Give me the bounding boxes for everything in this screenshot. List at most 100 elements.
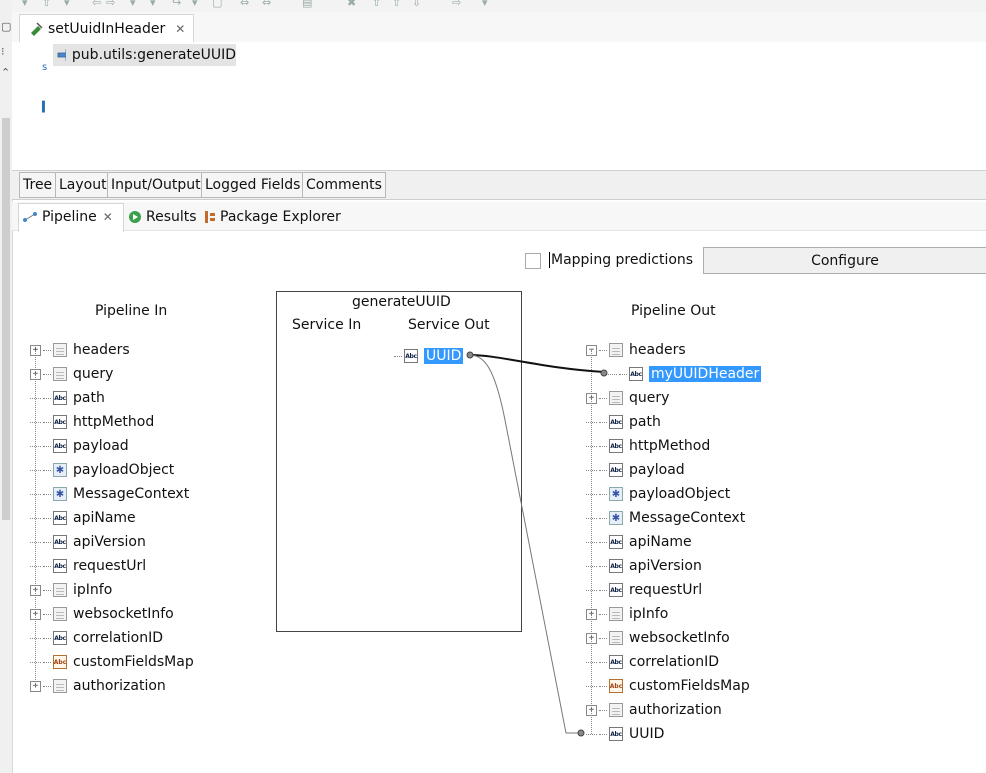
document-icon (53, 367, 67, 381)
pipeline-in-item-label: websocketInfo (73, 606, 174, 622)
pipeline-in-item-label: authorization (73, 678, 166, 694)
pipeline-out-item[interactable]: ✱MessageContext (586, 508, 745, 528)
mapping-predictions-label: Mapping predictions (549, 252, 694, 268)
pipeline-out-item-label: apiVersion (629, 558, 702, 574)
tab-tree[interactable]: Tree (19, 172, 57, 198)
tab-layout[interactable]: Layout (55, 172, 111, 198)
editor-tab-title: setUuidInHeader (48, 21, 166, 37)
pipeline-in-item[interactable]: ✱MessageContext (30, 484, 189, 504)
service-in-label: Service In (292, 317, 362, 333)
pipeline-out-item[interactable]: +websocketInfo (586, 628, 730, 648)
arrow-down-icon[interactable]: ▾ (130, 0, 136, 9)
pipeline-out-item-label: payloadObject (629, 486, 731, 502)
gutter-mark-icon: ⁝ (1, 45, 5, 58)
pipeline-in-item[interactable]: ✱payloadObject (30, 460, 174, 480)
arrow-down-icon[interactable]: ▾ (64, 0, 70, 9)
flow-step-invoke[interactable]: pub.utils:generateUUID (53, 44, 236, 66)
scrollbar-thumb[interactable] (2, 118, 10, 520)
new-icon[interactable]: ▢ (212, 0, 223, 9)
pipeline-in-item-label: payloadObject (73, 462, 175, 478)
gutter-mark-icon: ▢ (1, 20, 12, 33)
tree-connector (43, 445, 51, 447)
configure-button[interactable]: Configure (703, 247, 986, 274)
pipeline-out-item[interactable]: +ipInfo (586, 604, 668, 624)
down-icon[interactable]: ⇩ (412, 0, 422, 9)
link-icon[interactable]: ⇔ (240, 0, 250, 9)
document-icon (53, 343, 67, 357)
pipeline-in-item-label: correlationID (73, 630, 164, 646)
pipeline-out-item-label: websocketInfo (629, 630, 730, 646)
pipeline-in-item[interactable]: +authorization (30, 676, 166, 696)
tree-connector (599, 493, 607, 495)
tab-results[interactable]: Results (128, 206, 197, 228)
back-icon[interactable]: ⇦ (92, 0, 102, 9)
string-abc-icon: Abc (404, 349, 418, 363)
pipeline-out-item[interactable]: +authorization (586, 700, 722, 720)
forward-icon[interactable]: ⇨ (106, 0, 116, 9)
delete-icon[interactable]: ✖ (347, 0, 357, 9)
tree-connector (599, 589, 607, 591)
string-abc-icon: Abc (53, 439, 67, 453)
tree-connector (599, 733, 607, 735)
marker-icon: ▍ (42, 102, 50, 113)
pipeline-in-item[interactable]: +websocketInfo (30, 604, 174, 624)
step-icon[interactable]: ⇧ (42, 0, 52, 9)
arrow-down-icon[interactable]: ▾ (22, 0, 28, 9)
tab-pipeline[interactable]: Pipeline ✕ (22, 206, 113, 228)
tab-package-explorer[interactable]: Package Explorer (204, 206, 341, 228)
pipeline-out-item[interactable]: +query (586, 388, 669, 408)
service-out-item[interactable]: Abc UUID (394, 346, 464, 366)
tab-input-output[interactable]: Input/Output (107, 172, 205, 198)
editor-tab[interactable]: setUuidInHeader ✕ (19, 14, 195, 43)
arrow-down-icon[interactable]: ▾ (192, 0, 198, 9)
close-icon[interactable]: ✕ (175, 22, 186, 36)
arrow-down-icon[interactable]: ▾ (482, 0, 488, 9)
tree-connector (43, 397, 51, 399)
link-icon[interactable]: ⇔ (262, 0, 272, 9)
string-abc-icon: Abc (53, 415, 67, 429)
document-icon (53, 607, 67, 621)
pipeline-in-item[interactable]: +headers (30, 340, 130, 360)
pipeline-in-item[interactable]: +ipInfo (30, 580, 112, 600)
mapping-predictions-checkbox[interactable] (525, 253, 541, 269)
up-icon[interactable]: ⇧ (372, 0, 382, 9)
package-explorer-icon (205, 211, 215, 223)
pipeline-out-item[interactable]: −headers (586, 340, 686, 360)
redo-icon[interactable]: ↪ (172, 0, 182, 9)
close-icon[interactable]: ✕ (102, 210, 113, 224)
tree-connector (599, 469, 607, 471)
object-icon: ✱ (53, 487, 67, 501)
string-abc-icon: Abc (609, 655, 623, 669)
pipeline-in-item-label: headers (73, 342, 130, 358)
pipeline-in-item-label: customFieldsMap (73, 654, 194, 670)
arrow-down-icon[interactable]: ▾ (150, 0, 156, 9)
pipeline-out-item[interactable]: ✱payloadObject (586, 484, 730, 504)
indent-icon[interactable]: ⇨ (452, 0, 462, 9)
up-icon[interactable]: ⇧ (392, 0, 402, 9)
string-abc-icon: Abc (609, 727, 623, 741)
collapse-icon[interactable]: ⌃ (1, 66, 11, 79)
pipeline-in-item[interactable]: +query (30, 364, 113, 384)
tab-comments[interactable]: Comments (302, 172, 386, 198)
tab-logged-fields[interactable]: Logged Fields (201, 172, 305, 198)
copy-icon[interactable]: ▤ (302, 0, 313, 9)
object-icon: ✱ (609, 511, 623, 525)
